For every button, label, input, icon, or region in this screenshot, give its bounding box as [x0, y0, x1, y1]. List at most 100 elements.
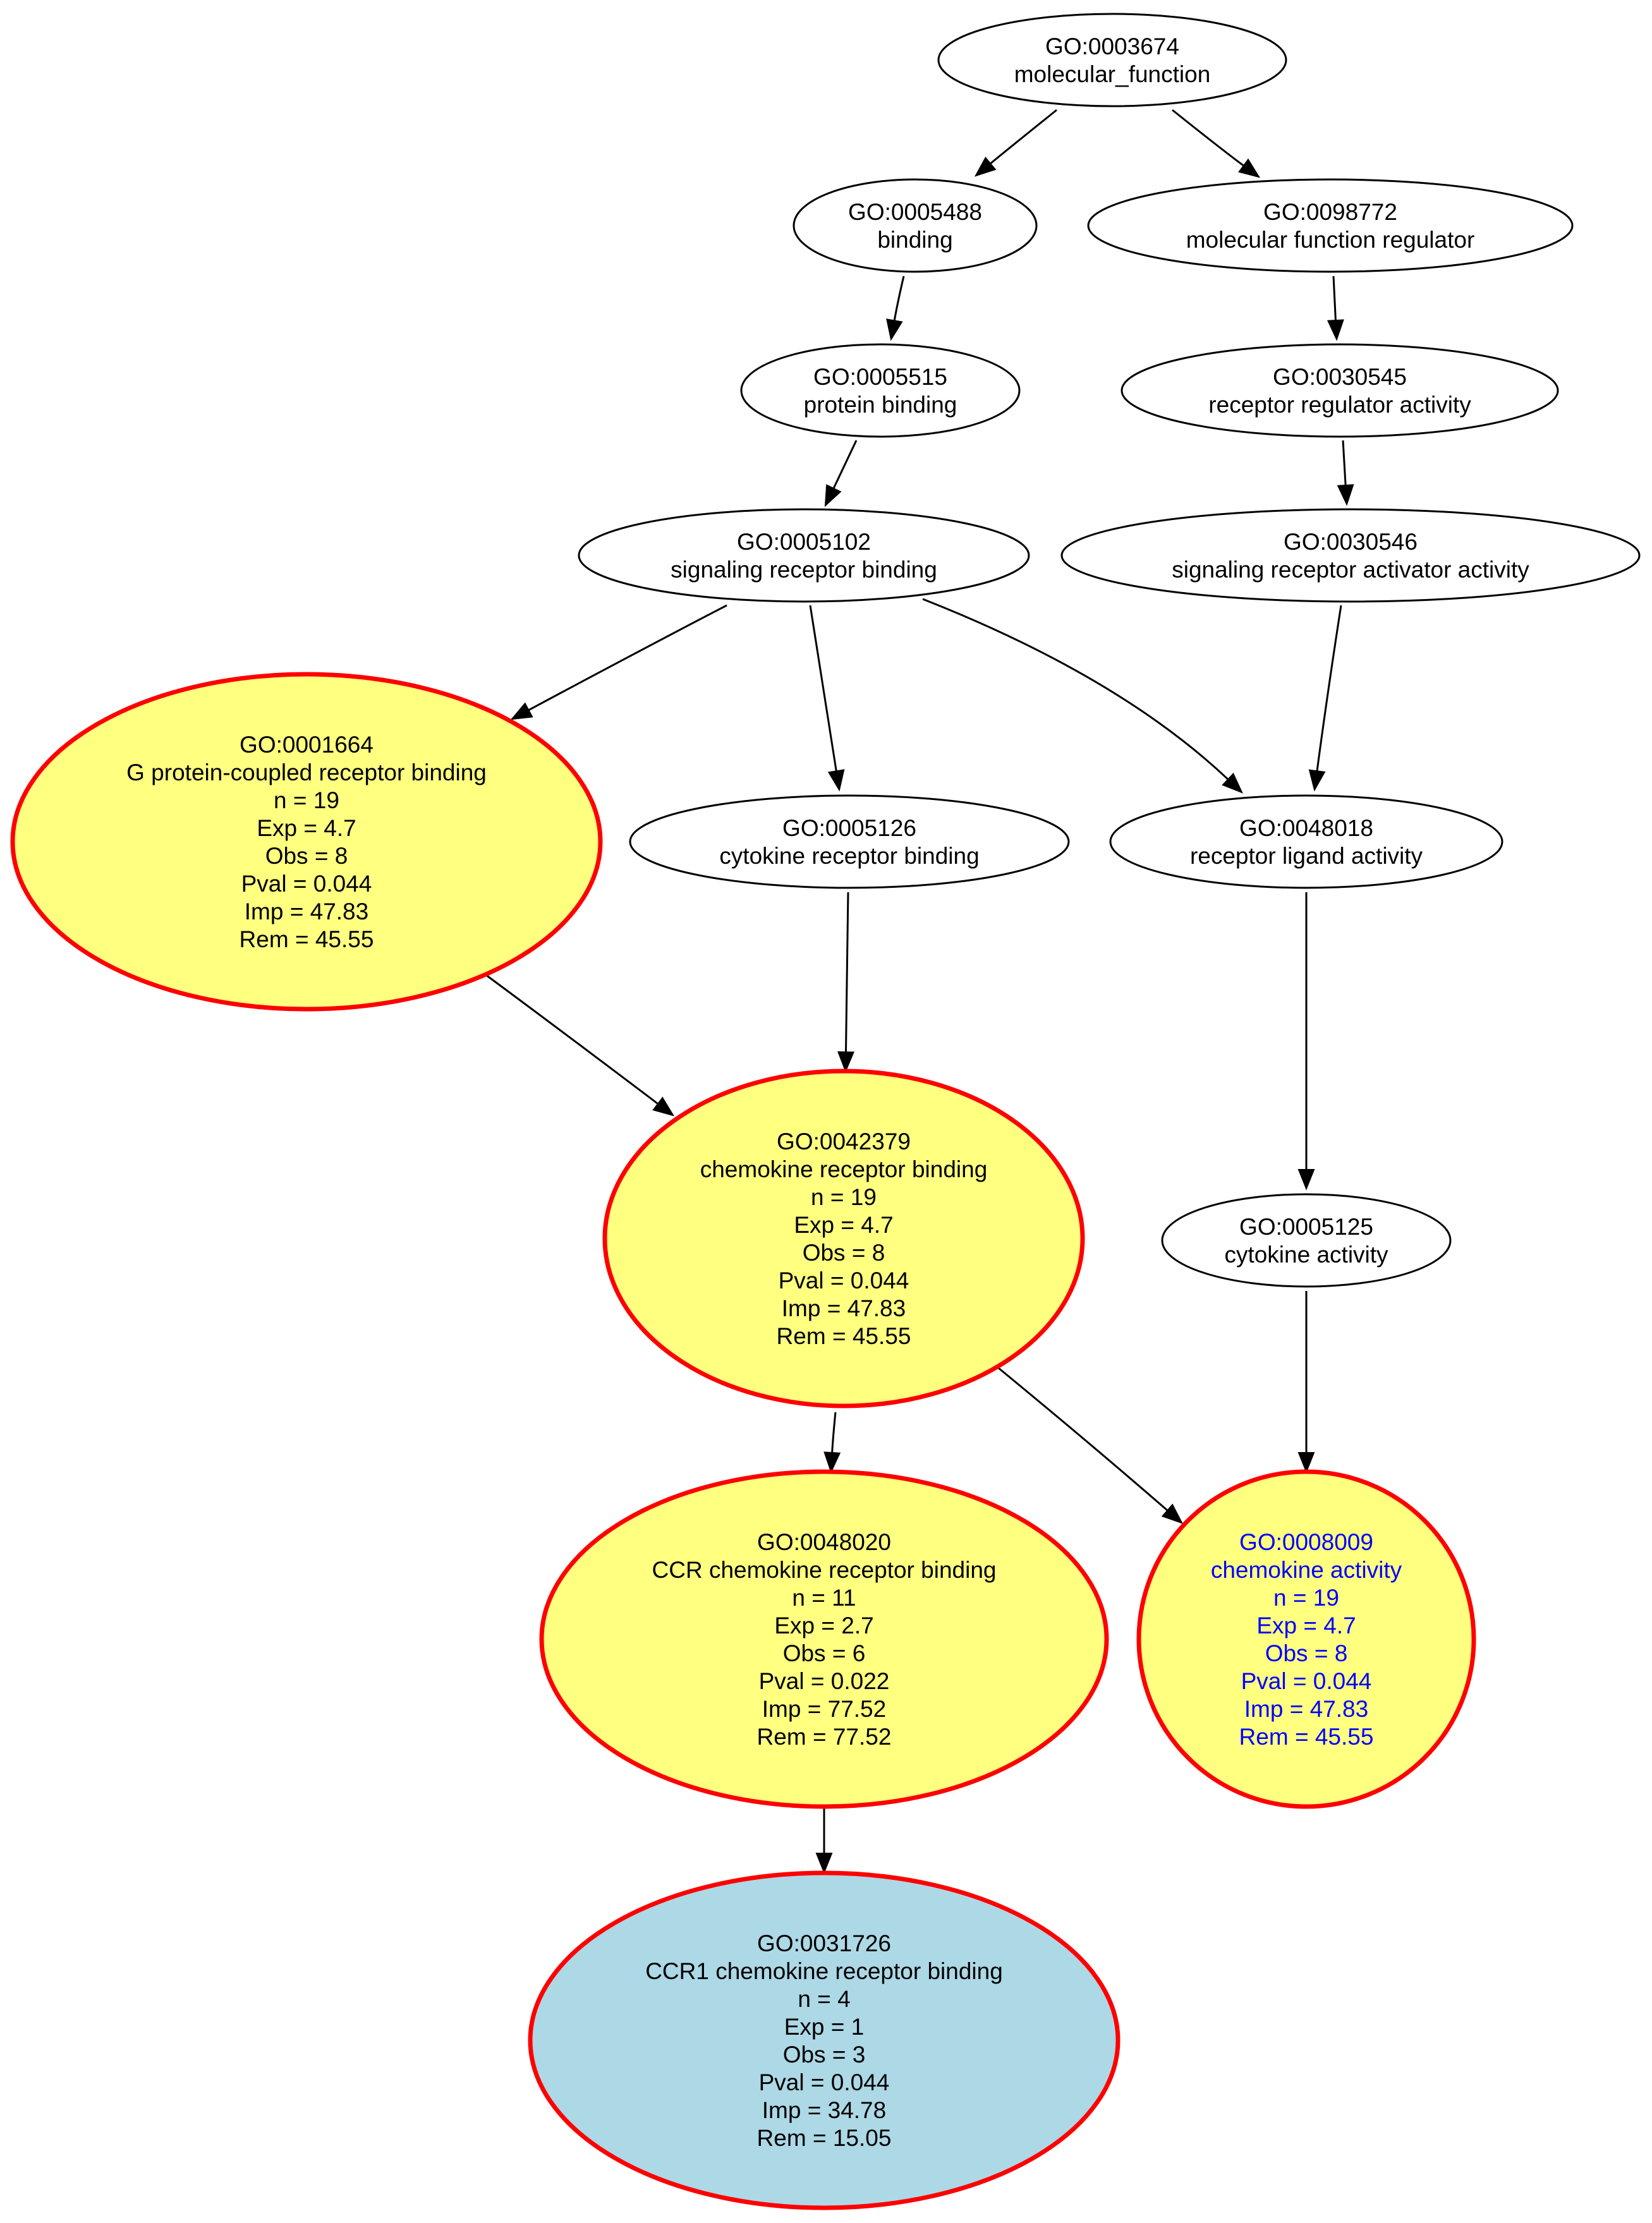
node-shape [578, 508, 1030, 603]
nodes-layer: GO:0003674molecular_functionGO:0005488bi… [10, 13, 1641, 2210]
node-stat: n = 19 [1273, 1585, 1339, 1611]
node-shape [793, 178, 1038, 273]
node-stat: Obs = 3 [783, 2042, 866, 2068]
node-stat: n = 4 [798, 1986, 850, 2012]
node-stat: Exp = 4.7 [257, 815, 356, 841]
arrowhead-icon [1297, 1169, 1315, 1190]
node-term-name: molecular_function [1014, 61, 1211, 87]
node-term-name: G protein-coupled receptor binding [126, 760, 487, 785]
node-stat: Imp = 47.83 [245, 899, 368, 924]
node-shape [937, 13, 1287, 107]
arrowhead-icon [827, 769, 845, 792]
edge-0042379-to-0008009 [998, 1367, 1184, 1524]
node-shape [1136, 1469, 1476, 1809]
arrowhead-icon [1337, 484, 1354, 506]
node-stat: Pval = 0.044 [241, 871, 372, 897]
node-stat: Rem = 77.52 [757, 1724, 892, 1750]
node-shape [629, 794, 1070, 889]
node-go-id: GO:0003674 [1045, 33, 1179, 59]
arrowhead-icon [1161, 1503, 1184, 1524]
node-go-id: GO:0005515 [813, 364, 947, 390]
node-term-name: cytokine activity [1224, 1242, 1388, 1268]
node-stat: Pval = 0.044 [1241, 1668, 1372, 1694]
arrowhead-icon [1308, 769, 1326, 792]
node-term-name: receptor regulator activity [1208, 392, 1471, 418]
node-stat: Pval = 0.044 [759, 2069, 890, 2095]
node-stat: Exp = 1 [784, 2014, 865, 2040]
node-go-id: GO:0030546 [1284, 529, 1418, 555]
arrowhead-icon [1222, 772, 1243, 794]
node-term-name: molecular function regulator [1186, 227, 1475, 253]
node-stat: Imp = 77.52 [762, 1696, 886, 1722]
edge-0001664-to-0042379 [483, 972, 675, 1117]
node-go-id: GO:0008009 [1239, 1529, 1373, 1555]
node-stat: Rem = 15.05 [757, 2125, 892, 2151]
node-go-id: GO:0048020 [757, 1529, 891, 1555]
arrowhead-icon [886, 318, 903, 341]
node-shape [528, 1870, 1121, 2210]
arrowhead-icon [1238, 158, 1261, 178]
node-go-id: GO:0005126 [782, 815, 916, 841]
node-go-id: GO:0030545 [1273, 364, 1407, 390]
node-stat: Exp = 4.7 [1256, 1613, 1356, 1638]
node-shape [10, 672, 603, 1012]
node-stat: Imp = 47.83 [1244, 1696, 1368, 1722]
edge-line [998, 1367, 1169, 1511]
node-go-id: GO:0031726 [757, 1930, 891, 1956]
edge-0005125-to-0008009 [1297, 1291, 1315, 1474]
edge-line [990, 109, 1057, 165]
node-term-name: chemokine receptor binding [700, 1156, 988, 1182]
edge-line [922, 598, 1229, 780]
node-go-id: GO:0005102 [737, 529, 871, 555]
edge-0048020-to-0031726 [815, 1807, 833, 1874]
node-term-name: chemokine activity [1211, 1557, 1402, 1583]
node-term-name: cytokine receptor binding [719, 843, 979, 869]
arrowhead-icon [823, 1451, 841, 1474]
edge-line [1172, 109, 1244, 167]
node-term-name: signaling receptor binding [671, 557, 937, 583]
node-stat: Obs = 8 [265, 843, 348, 869]
arrowhead-icon [815, 1853, 833, 1874]
node-term-name: binding [877, 227, 952, 253]
edge-line [1332, 276, 1337, 321]
node-go-id: GO:0098772 [1263, 199, 1397, 225]
node-stat: Pval = 0.044 [779, 1268, 909, 1293]
node-stat: Imp = 47.83 [782, 1295, 906, 1321]
node-stat: Obs = 8 [1265, 1640, 1348, 1666]
node-stat: n = 11 [792, 1585, 856, 1611]
arrowhead-icon [974, 156, 997, 177]
edge-0005102-to-0048018 [922, 598, 1243, 794]
edge-0042379-to-0048020 [823, 1412, 841, 1474]
arrowhead-icon [1327, 319, 1344, 341]
edge-0005102-to-0001664 [510, 604, 727, 720]
node-stat: Obs = 6 [783, 1640, 866, 1666]
node-go-id: GO:0048018 [1239, 815, 1373, 841]
node-term-name: receptor ligand activity [1190, 843, 1423, 869]
edge-line [809, 605, 837, 772]
edge-0003674-to-0098772 [1172, 109, 1261, 178]
arrowhead-icon [1297, 1452, 1315, 1474]
edge-line [528, 604, 727, 712]
node-stat: Obs = 8 [803, 1240, 885, 1266]
edge-line [832, 440, 858, 489]
edge-0005515-to-0005102 [824, 440, 858, 507]
edge-line [893, 276, 905, 321]
node-stat: n = 19 [274, 787, 339, 813]
node-go-id: GO:0042379 [777, 1129, 911, 1154]
node-stat: Exp = 2.7 [774, 1613, 873, 1638]
edge-0005126-to-0042379 [837, 892, 854, 1073]
node-shape [602, 1069, 1085, 1408]
node-stat: Exp = 4.7 [794, 1212, 893, 1238]
edge-0030545-to-0030546 [1337, 440, 1354, 506]
arrowhead-icon [824, 484, 842, 507]
node-shape [1161, 1193, 1452, 1288]
edges-layer [483, 109, 1354, 1874]
